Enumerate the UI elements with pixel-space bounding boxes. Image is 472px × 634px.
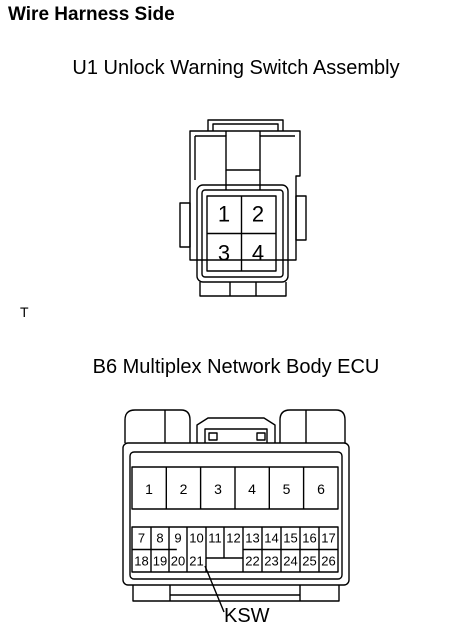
u1-pin-label: 3 — [218, 241, 230, 266]
b6-pin-label: 15 — [283, 531, 297, 546]
b6-pin-label: 24 — [283, 554, 297, 569]
b6-pin-label: 9 — [174, 531, 181, 546]
ksw-leader-line — [204, 565, 225, 613]
b6-connector-title: B6 Multiplex Network Body ECU — [92, 356, 380, 378]
b6-pin-label: 12 — [226, 531, 240, 546]
b6-pin-label: 22 — [245, 554, 259, 569]
b6-pin-label: 10 — [189, 531, 203, 546]
b6-pin-label: 20 — [171, 554, 185, 569]
b6-pin-label: 6 — [317, 481, 325, 497]
b6-pin-label: 3 — [214, 481, 222, 497]
u1-pin-label: 4 — [252, 241, 264, 266]
b6-pin-label: 5 — [283, 481, 291, 497]
b6-pin-label: 16 — [302, 531, 316, 546]
b6-pin-label: 13 — [245, 531, 259, 546]
b6-pin-label: 8 — [156, 531, 163, 546]
b6-pin-label: 1 — [145, 481, 153, 497]
b6-pin-label: 23 — [264, 554, 278, 569]
b6-pin-label: 2 — [180, 481, 188, 497]
b6-pin-label: 19 — [153, 554, 167, 569]
stray-mark: T — [20, 304, 29, 320]
b6-pin-label: 25 — [302, 554, 316, 569]
u1-connector-body — [179, 119, 307, 297]
b6-pin-label: 7 — [138, 531, 145, 546]
page-heading: Wire Harness Side — [8, 4, 175, 25]
u1-pin-label: 1 — [218, 202, 230, 227]
b6-connector-body — [122, 409, 350, 613]
b6-pin-label: 18 — [134, 554, 148, 569]
b6-pin-label: 26 — [321, 554, 335, 569]
u1-pin-label: 2 — [252, 202, 264, 227]
b6-pin-label: 21 — [189, 554, 203, 569]
u1-connector-title: U1 Unlock Warning Switch Assembly — [72, 57, 400, 79]
b6-pin-label: 14 — [264, 531, 278, 546]
b6-pin-label: 11 — [208, 531, 222, 546]
b6-pin-label: 17 — [321, 531, 335, 546]
b6-pin-label: 4 — [248, 481, 256, 497]
ksw-callout-label: KSW — [224, 605, 270, 627]
